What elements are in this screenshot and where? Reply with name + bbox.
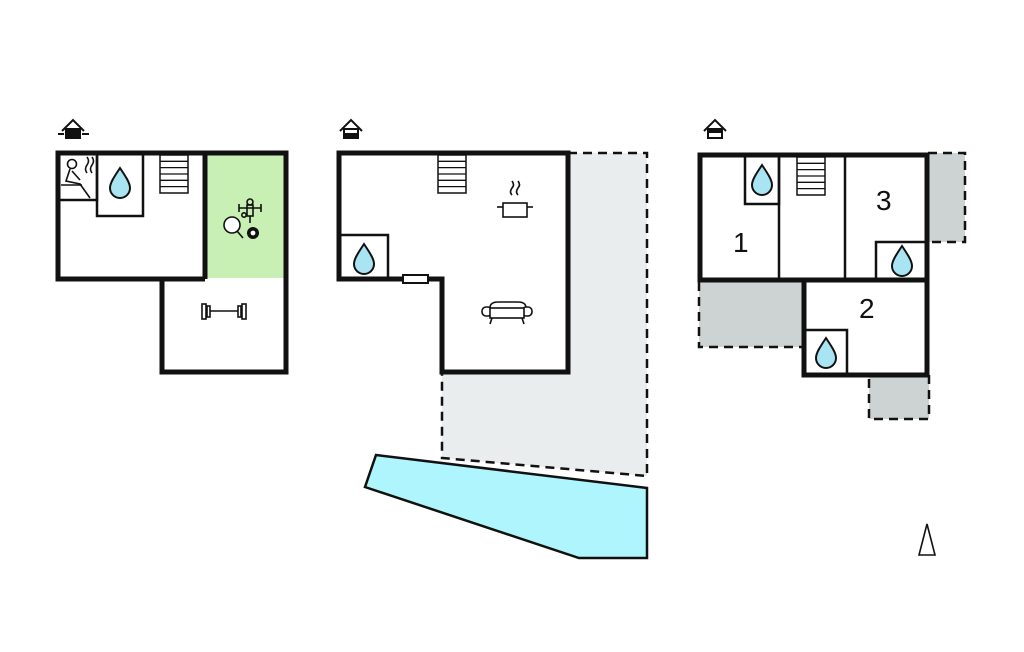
balcony xyxy=(697,279,805,349)
lower-floor-outline xyxy=(55,150,289,375)
pool xyxy=(363,453,649,560)
water-drop-icon xyxy=(891,245,913,277)
billiard-ball-icon xyxy=(247,227,259,239)
bedroom-1-label: 1 xyxy=(733,227,749,258)
bathroom xyxy=(803,328,849,376)
terrace xyxy=(440,151,649,478)
bathroom xyxy=(95,152,145,218)
stairs-icon xyxy=(159,154,189,194)
water-drop-icon xyxy=(353,243,375,275)
table-tennis-icon xyxy=(223,212,248,239)
house-ground-level-icon xyxy=(339,119,363,139)
house-upper-level-icon xyxy=(703,119,727,139)
bathroom xyxy=(874,240,928,281)
table-football-icon xyxy=(238,198,262,223)
bathroom xyxy=(743,154,781,206)
water-drop-icon xyxy=(751,164,773,196)
stairs-icon xyxy=(796,156,826,196)
dumbbell-icon xyxy=(201,303,247,320)
bathroom xyxy=(338,233,390,281)
balcony xyxy=(867,373,931,421)
lower-floor-plan xyxy=(55,119,289,375)
stairs-icon xyxy=(437,154,467,194)
cooking-pot-icon xyxy=(497,180,533,218)
water-drop-icon xyxy=(109,167,131,199)
bedroom-2-label: 2 xyxy=(859,293,875,324)
bedroom-3-label: 3 xyxy=(876,185,892,216)
water-drop-icon xyxy=(815,337,837,369)
front-door xyxy=(402,274,429,284)
balcony xyxy=(926,151,967,244)
sauna-icon xyxy=(61,156,95,199)
house-basement-level-icon xyxy=(58,119,89,139)
ground-floor-plan xyxy=(336,119,649,560)
upper-floor-plan: 1 2 3 xyxy=(697,119,967,421)
north-arrow-icon xyxy=(917,523,937,556)
sofa-icon xyxy=(481,301,533,325)
